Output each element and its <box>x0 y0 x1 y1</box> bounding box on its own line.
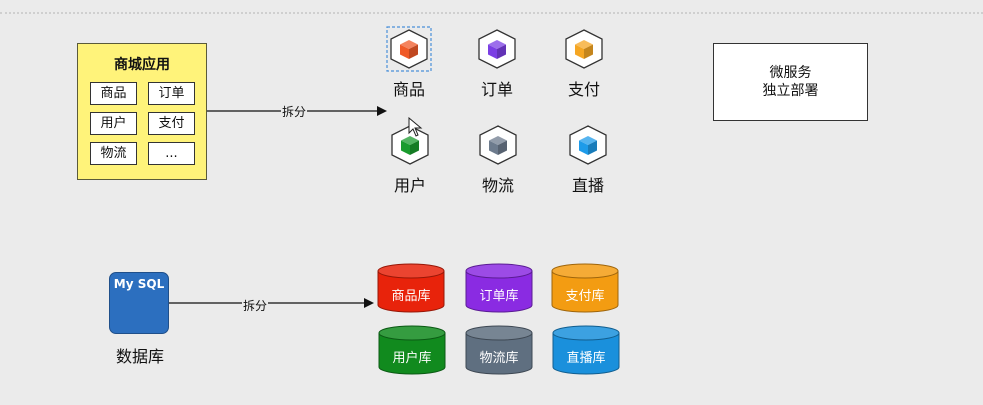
module-cell: ... <box>148 142 195 165</box>
db-label: 直播库 <box>566 351 606 366</box>
cube-face-right <box>498 140 507 155</box>
db-payment[interactable]: 支付库 <box>551 263 619 313</box>
app-title: 商城应用 <box>114 57 170 73</box>
cube-face-right <box>588 140 597 155</box>
db-live[interactable]: 直播库 <box>552 325 620 375</box>
service-logistics[interactable]: 物流 <box>453 122 543 196</box>
cylinder-body <box>465 271 533 313</box>
cube-face-right <box>410 140 419 155</box>
cylinder-body <box>552 333 620 375</box>
database-cylinder-icon <box>377 263 445 313</box>
cube-face-left <box>579 140 588 155</box>
db-user[interactable]: 用户库 <box>378 325 446 375</box>
service-payment[interactable]: 支付 <box>539 26 629 100</box>
db-logistics[interactable]: 物流库 <box>465 325 533 375</box>
module-cell: 物流 <box>90 142 137 165</box>
service-label: 订单 <box>480 80 513 99</box>
service-user[interactable]: 用户 <box>365 122 455 196</box>
database-cylinder-icon <box>465 325 533 375</box>
database-cylinder-icon <box>378 325 446 375</box>
db-goods[interactable]: 商品库 <box>377 263 445 313</box>
cube-face-right <box>409 44 418 59</box>
cylinder-body <box>377 271 445 313</box>
cube-face-left <box>489 140 498 155</box>
service-live[interactable]: 直播 <box>543 122 633 196</box>
service-label: 商品 <box>392 80 425 99</box>
cube-face-right <box>497 44 506 59</box>
monolith-app-box: 商城应用 商品 订单 用户 支付 物流 ... <box>77 43 207 180</box>
mouse-cursor-icon <box>408 117 423 137</box>
mysql-badge: My SQL <box>113 277 165 291</box>
cylinder-body <box>378 333 446 375</box>
database-cylinder-icon <box>551 263 619 313</box>
cube-face-right <box>584 44 593 59</box>
cylinder-top <box>378 325 446 341</box>
microservice-note-box: 微服务 独立部署 <box>713 43 868 121</box>
cube-face-left <box>401 140 410 155</box>
service-goods[interactable]: 商品 <box>364 26 454 100</box>
cube-icon <box>386 26 432 72</box>
module-cell: 订单 <box>148 82 195 105</box>
db-order[interactable]: 订单库 <box>465 263 533 313</box>
db-label: 订单库 <box>479 289 519 304</box>
cylinder-top <box>552 325 620 341</box>
cube-face-left <box>488 44 497 59</box>
database-cylinder-icon <box>465 263 533 313</box>
cube-icon <box>391 125 429 165</box>
service-label: 用户 <box>393 176 426 195</box>
db-label: 支付库 <box>565 289 605 304</box>
cylinder-body <box>551 271 619 313</box>
module-cell: 用户 <box>90 112 137 135</box>
split-arrow-bottom <box>169 298 374 308</box>
split-label-top: 拆分 <box>281 103 308 120</box>
cube-face-left <box>575 44 584 59</box>
database-cylinder-icon <box>552 325 620 375</box>
cylinder-body <box>465 333 533 375</box>
db-label: 物流库 <box>479 351 519 366</box>
service-label: 支付 <box>567 80 600 99</box>
cube-face-left <box>400 44 409 59</box>
cube-icon <box>565 29 603 69</box>
service-label: 物流 <box>481 176 514 195</box>
db-label: 商品库 <box>391 289 431 304</box>
split-label-bottom: 拆分 <box>242 297 269 314</box>
module-cell: 商品 <box>90 82 137 105</box>
cylinder-top <box>465 263 533 279</box>
cylinder-top <box>551 263 619 279</box>
cylinder-top <box>377 263 445 279</box>
service-label: 直播 <box>571 176 604 195</box>
cube-icon <box>478 29 516 69</box>
mysql-database-icon: My SQL <box>109 272 169 334</box>
top-dotted-divider <box>0 12 983 14</box>
database-caption: 数据库 <box>115 347 164 366</box>
db-label: 用户库 <box>392 351 432 366</box>
service-order[interactable]: 订单 <box>452 26 542 100</box>
module-cell: 支付 <box>148 112 195 135</box>
cube-icon <box>479 125 517 165</box>
cylinder-top <box>465 325 533 341</box>
cube-icon <box>569 125 607 165</box>
note-line-2: 独立部署 <box>762 83 819 99</box>
note-line-1: 微服务 <box>769 65 812 81</box>
